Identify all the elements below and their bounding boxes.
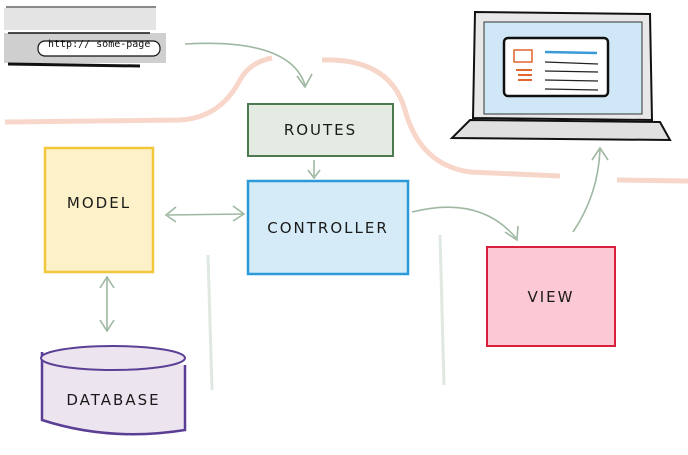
view-box [486,246,616,347]
database-label: DATABASE [66,391,161,409]
routes-box [247,103,394,157]
database-cylinder [40,345,187,436]
controller-label: CONTROLLER [267,218,389,237]
model-box [43,146,155,274]
flow-curves [4,55,688,184]
controller-box [246,179,410,276]
separator-lines [206,234,446,391]
browser-window [4,6,166,68]
laptop-icon [449,10,672,142]
arrow-controller-to-view [411,206,517,239]
arrow-browser-to-routes [184,42,306,86]
model-label: MODEL [66,194,132,212]
url-bar [37,40,161,57]
arrows [99,42,609,333]
arrow-model-controller [167,213,244,216]
view-label: VIEW [527,287,575,306]
routes-label: ROUTES [283,121,358,139]
arrow-view-to-laptop [572,149,601,233]
url-text: http:// some-page [48,39,151,50]
